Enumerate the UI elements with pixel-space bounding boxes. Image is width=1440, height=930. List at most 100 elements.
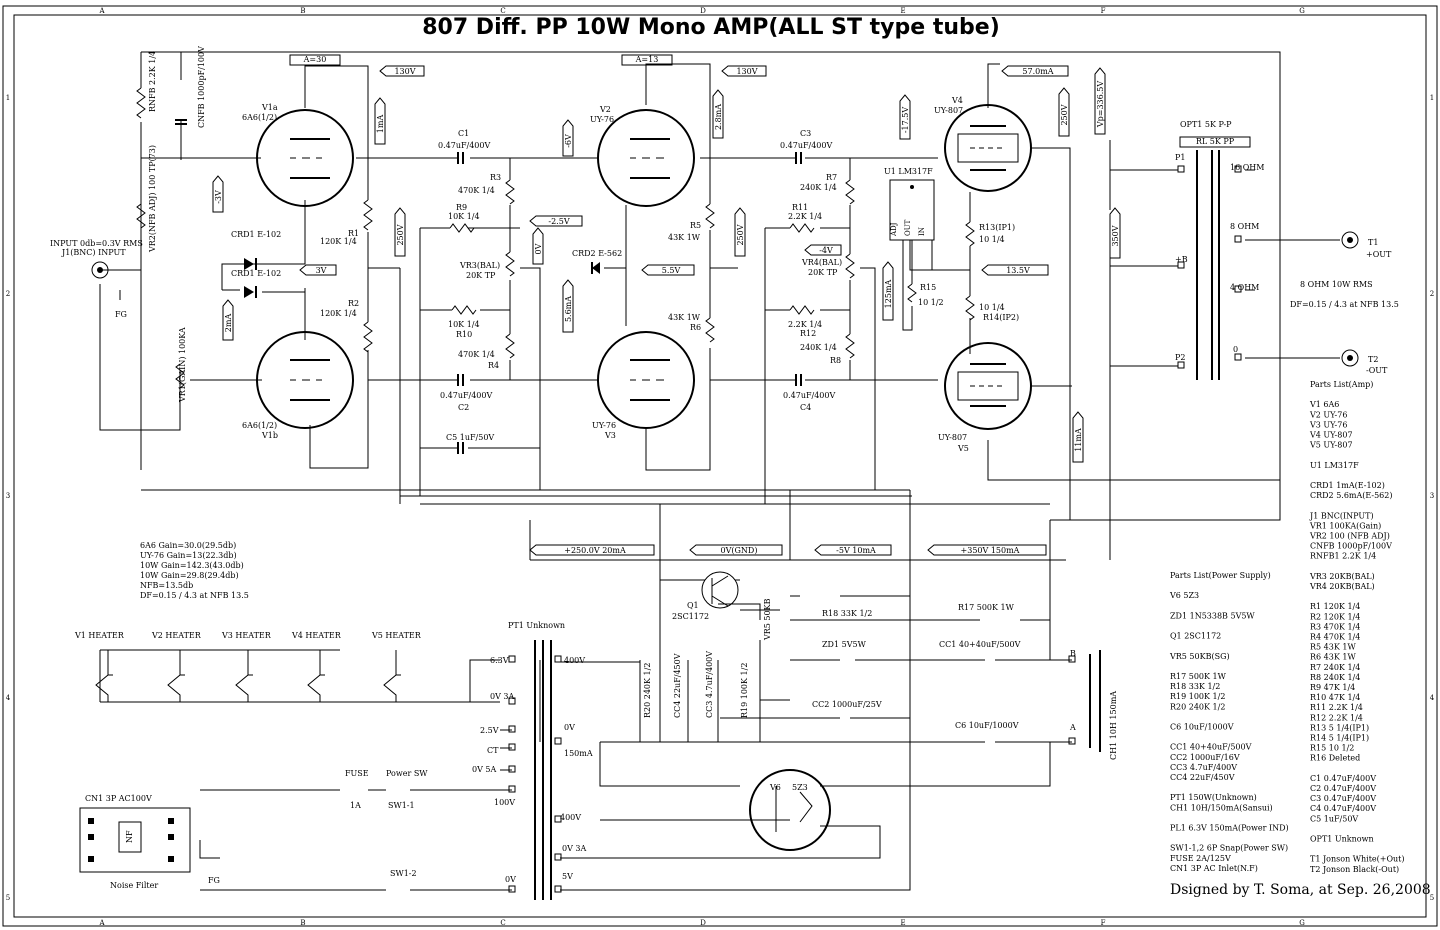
parts_ps-line-27: SW1-1,2 6P Snap(Power SW)	[1170, 844, 1288, 853]
parts_amp-line-14: VR1 100KA(Gain)	[1309, 521, 1381, 530]
parts_amp-line-47: T1 Jonson White(+Out)	[1310, 855, 1405, 864]
label-components-v03a-95: 0V 3A	[562, 844, 587, 853]
label-components-fuse-98: FUSE	[345, 769, 369, 778]
label-components-t1s-71: +OUT	[1366, 250, 1392, 259]
rectifier-v6-5z3	[749, 769, 831, 851]
box-opt1b: RL 5K PP	[1196, 137, 1235, 146]
label-components-vr4-53: VR4(BAL)	[801, 258, 842, 267]
frame-col-C: C	[500, 7, 505, 15]
flag-v3_k: 5.5V	[641, 264, 695, 276]
label-tubes-v6-name-108: V6	[769, 783, 781, 792]
label-components-r17-79: R17 500K 1W	[958, 603, 1015, 612]
parts_amp-line-3: V2 UY-76	[1309, 410, 1347, 419]
parts_ps-line-2: V6 5Z3	[1169, 591, 1199, 600]
label-components-t1-70: T1	[1368, 238, 1378, 247]
label-components-r2-23: R2	[348, 299, 359, 308]
label-components-v05-89: 0V 5A	[472, 765, 497, 774]
label-components-r5-29: R5	[690, 221, 701, 230]
parts_amp-line-11: CRD2 5.6mA(E-562)	[1310, 491, 1392, 500]
flag-text-rail3: -5V 10mA	[836, 546, 876, 555]
label-components-r3v-26: 470K 1/4	[458, 186, 495, 195]
label-rot-r19: R19 100K 1/2	[740, 663, 749, 718]
parts_ps-line-18: CC2 1000uF/16V	[1170, 753, 1240, 762]
parts_amp-line-29: R8 240K 1/4	[1310, 673, 1360, 682]
label-components-o0-69: 0	[1233, 345, 1238, 354]
gain_notes-line-3: 10W Gain=29.8(29.4db)	[140, 571, 239, 580]
frame-col-bottom-C: C	[500, 919, 505, 927]
label-rot-r20: R20 240K 1/2	[643, 663, 652, 718]
parts_amp-line-4: V3 UY-76	[1309, 420, 1347, 429]
parts_amp-line-33: R12 2.2K 1/4	[1310, 713, 1363, 722]
flag-text-v1_b_plus: 130V	[394, 67, 415, 76]
label-components-r12-44: R12	[800, 329, 816, 338]
svg-text:ADJ: ADJ	[890, 222, 898, 237]
flag-v1_g: -3V	[212, 175, 224, 213]
parts_amp-line-45: OPT1 Unknown	[1310, 835, 1374, 844]
label-components-cha-107: A	[1069, 723, 1076, 732]
gain_notes-line-5: DF=0.15 / 4.3 at NFB 13.5	[140, 591, 249, 600]
flag-text-v3_volt: 250V	[396, 224, 405, 245]
parts_amp-line-13: J1 BNC(INPUT)	[1309, 511, 1374, 520]
label-components-v400-90: 400V	[564, 656, 585, 665]
heater-filament-3	[235, 650, 253, 702]
flag-text-v2_volt: 250V	[736, 224, 745, 245]
flag-text-v2_g: -6V	[564, 134, 573, 148]
parts_ps-line-10: R17 500K 1W	[1170, 672, 1227, 681]
flag-v1_b_plus: 130V	[379, 65, 425, 77]
flag-rail1: +250.0V 20mA	[529, 544, 655, 556]
label-components-input-59: INPUT 0db=0.3V RMS	[50, 239, 143, 248]
flag-text-v2_k: -2.5V	[548, 217, 569, 226]
flag-v2_bal: 0V	[532, 227, 544, 265]
flag-u1_i: 125mA	[882, 261, 894, 321]
parts_amp-line-24: R3 470K 1/4	[1310, 622, 1360, 631]
flag-text-v4_k: -4V	[819, 246, 833, 255]
flag-text-v1_g: -3V	[214, 190, 223, 204]
label-components-r13v-46: 10 1/4	[979, 235, 1005, 244]
flag-text-v2_bal: 0V	[534, 243, 543, 254]
label-components-v0a-86: 0V 3A	[490, 692, 515, 701]
u1-lm317f: ADJ OUT IN	[889, 179, 935, 241]
tube-v1b-6a6	[256, 331, 354, 429]
flag-text-v3_k: 5.5V	[662, 266, 681, 275]
label-components-h5-114: V5 HEATER	[371, 631, 422, 640]
parts_amp-line-5: V4 UY-807	[1309, 431, 1353, 440]
label-components-q1v-77: 2SC1172	[672, 612, 709, 621]
heater-filament-5	[383, 650, 401, 702]
label-components-h1-110: V1 HEATER	[74, 631, 125, 640]
parts_amp-line-19: VR3 20KB(BAL)	[1309, 572, 1375, 581]
label-components-r8-36: R8	[830, 356, 841, 365]
tube-v1a-6a6	[256, 109, 354, 207]
frame-row-right-4: 4	[1430, 694, 1435, 702]
flag-text-v2_current: 2.8mA	[714, 104, 723, 130]
label-components-c4-19: C4	[800, 403, 811, 412]
frame-col-bottom-B: B	[300, 919, 305, 927]
label-components-vr3-51: VR3(BAL)	[459, 261, 500, 270]
svg-text:IN: IN	[918, 227, 926, 236]
label-components-h2-111: V2 HEATER	[151, 631, 202, 640]
label-components-cc2-82: CC2 1000uF/25V	[812, 700, 882, 709]
frame-col-A: A	[98, 7, 105, 15]
parts_amp-line-26: R5 43K 1W	[1310, 643, 1356, 652]
component-labels: V1a6A6(1/2)V2UY-76V4UY-8076A6(1/2)V1bUY-…	[50, 46, 1399, 890]
flag-text-rail1: +250.0V 20mA	[564, 546, 626, 555]
parts_amp-line-34: R13 5 1/4(IP1)	[1310, 723, 1369, 732]
parts_ps-line-11: R18 33K 1/2	[1170, 682, 1220, 691]
choke-ch1	[1068, 650, 1101, 752]
label-components-r4v-27: 470K 1/4	[458, 350, 495, 359]
parts_amp-line-37: R16 Deleted	[1310, 754, 1360, 763]
label-components-sw2-102: SW1-2	[390, 869, 417, 878]
label-components-vct-88: CT	[487, 746, 499, 755]
label-components-p1-63: P1	[1175, 153, 1185, 162]
parts_ps-line-0: Parts List(Power Supply)	[1170, 571, 1271, 580]
parts_amp-line-16: CNFB 1000pF/100V	[1310, 542, 1392, 551]
label-components-r15-49: R15	[920, 283, 936, 292]
label-components-r1v-22: 120K 1/4	[320, 237, 357, 246]
label-components-c6-83: C6 10uF/1000V	[955, 721, 1019, 730]
flag-text-v4_g: -17.5V	[901, 107, 910, 134]
label-components-r7v-34: 240K 1/4	[800, 183, 837, 192]
label-components-r6-32: R6	[690, 323, 701, 332]
flag-v2_g: -6V	[562, 119, 574, 157]
